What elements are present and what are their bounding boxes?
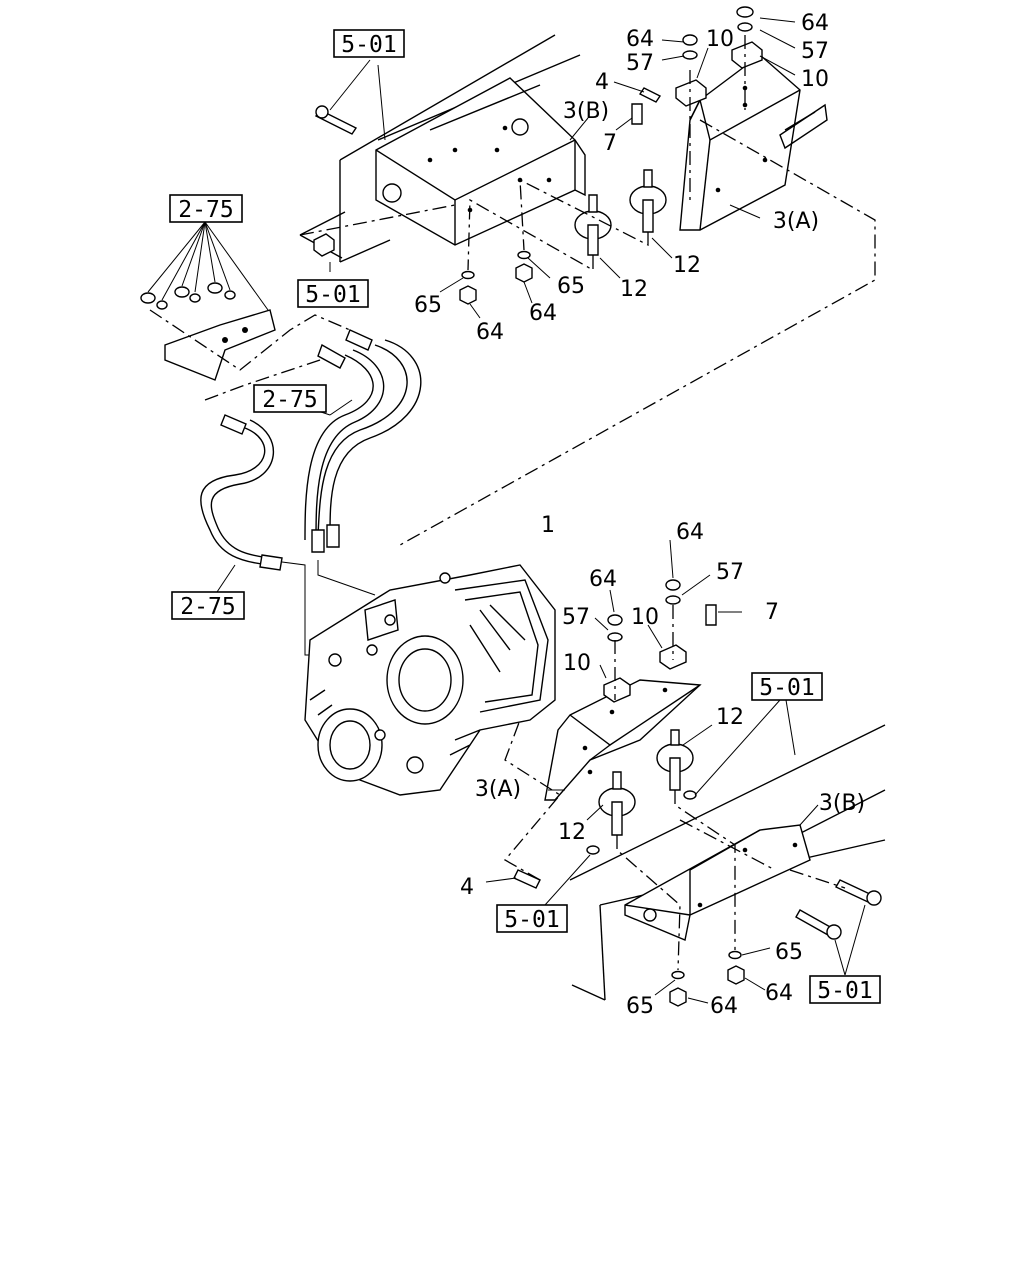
- callout-3a: 3(A): [475, 777, 521, 802]
- bottom-mount-rubbers: [598, 729, 694, 836]
- svg-text:5-01: 5-01: [305, 282, 360, 308]
- callout-64: 64: [710, 994, 738, 1019]
- callout-65: 65: [626, 994, 654, 1019]
- bottom-bracket-3a: [544, 679, 702, 801]
- top-bolt-left: [314, 105, 358, 135]
- callout-64: 64: [626, 27, 654, 52]
- callout-10: 10: [563, 651, 591, 676]
- callout-10: 10: [631, 605, 659, 630]
- callout-labels: 64 57 10 64 57 10 4 3(B) 7 3(A) 12 12 65…: [414, 11, 865, 1019]
- callout-7: 7: [765, 600, 779, 625]
- ref-box-2-75-top: 2-75: [169, 194, 243, 223]
- top-bracket-3b: [375, 77, 586, 246]
- svg-text:5-01: 5-01: [341, 32, 396, 58]
- callout-65: 65: [414, 293, 442, 318]
- ref-box-5-01-top: 5-01: [333, 29, 405, 58]
- ref-box-2-75-middle: 2-75: [253, 384, 327, 413]
- top-left-nut: [313, 233, 335, 257]
- top-center-lines: [299, 35, 876, 546]
- top-leaders: [329, 17, 796, 319]
- bottom-center-lines: [503, 605, 846, 971]
- callout-4: 4: [595, 70, 609, 95]
- top-lower-nuts: [459, 250, 533, 305]
- callout-3b: 3(B): [819, 791, 865, 816]
- bottom-bracket-3b: [624, 824, 811, 941]
- callout-57: 57: [801, 39, 829, 64]
- bottom-cushions: [513, 579, 717, 889]
- callout-64: 64: [529, 301, 557, 326]
- callout-12: 12: [620, 277, 648, 302]
- top-mount-rubbers: [574, 169, 667, 256]
- callout-12: 12: [558, 820, 586, 845]
- callout-64: 64: [676, 520, 704, 545]
- svg-text:2-75: 2-75: [262, 387, 317, 413]
- svg-text:2-75: 2-75: [180, 594, 235, 620]
- callout-3a: 3(A): [773, 209, 819, 234]
- callout-64: 64: [476, 320, 504, 345]
- callout-3b: 3(B): [563, 99, 609, 124]
- top-bracket-3a: [679, 54, 828, 231]
- transmission-housing: [304, 564, 556, 796]
- callout-7: 7: [603, 131, 617, 156]
- ref-box-5-01-left: 5-01: [297, 279, 369, 308]
- svg-text:5-01: 5-01: [759, 675, 814, 701]
- svg-text:2-75: 2-75: [178, 197, 233, 223]
- callout-57: 57: [716, 560, 744, 585]
- ref-box-5-01-bottom-left: 5-01: [496, 904, 568, 933]
- ref-box-5-01-right: 5-01: [751, 672, 823, 701]
- callout-12: 12: [673, 253, 701, 278]
- callout-4: 4: [460, 875, 474, 900]
- callout-57: 57: [626, 51, 654, 76]
- callout-57: 57: [562, 605, 590, 630]
- svg-text:5-01: 5-01: [817, 978, 872, 1004]
- callout-64: 64: [589, 567, 617, 592]
- svg-text:5-01: 5-01: [504, 907, 559, 933]
- callout-1: 1: [541, 513, 555, 538]
- callout-65: 65: [557, 274, 585, 299]
- bottom-leaders: [485, 539, 866, 1004]
- top-cushions: [631, 6, 763, 125]
- callout-65: 65: [775, 940, 803, 965]
- callout-12: 12: [716, 705, 744, 730]
- bottom-washers-and-bolts: [586, 790, 882, 1007]
- callout-10: 10: [706, 27, 734, 52]
- ref-box-2-75-bottom: 2-75: [171, 591, 245, 620]
- callout-10: 10: [801, 67, 829, 92]
- callout-64: 64: [765, 981, 793, 1006]
- ref-box-5-01-bottom-right: 5-01: [809, 975, 881, 1004]
- hose-bracket-assembly: [140, 221, 351, 401]
- callout-64: 64: [801, 11, 829, 36]
